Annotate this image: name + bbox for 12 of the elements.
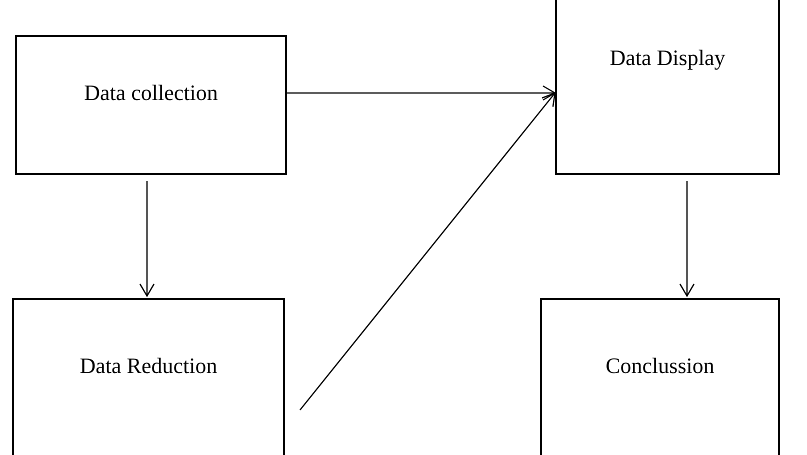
- arrow: [679, 181, 695, 297]
- process-box: [540, 298, 780, 455]
- box-label: Conclussion: [606, 352, 714, 380]
- box-label: Data collection: [84, 79, 218, 106]
- process-box: [15, 35, 287, 175]
- process-box: [555, 0, 780, 175]
- process-box: [12, 298, 285, 455]
- arrow: [300, 92, 556, 410]
- arrow: [287, 85, 556, 101]
- box-label: Data Reduction: [80, 352, 218, 380]
- arrow: [139, 181, 155, 297]
- box-label: Data Display: [610, 44, 726, 72]
